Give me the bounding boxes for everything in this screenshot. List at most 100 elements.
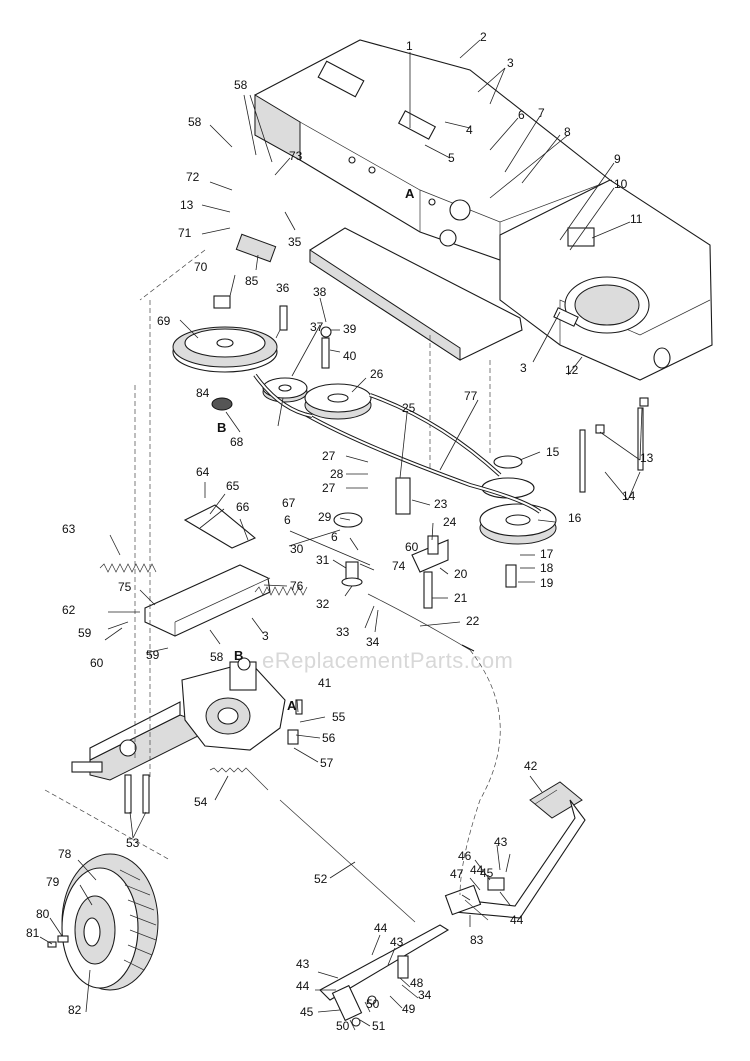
callout: 58: [210, 650, 224, 664]
callout: 60: [405, 540, 419, 554]
callout: 3: [262, 629, 269, 643]
callout: 27: [322, 449, 336, 463]
pedal-assembly: [319, 781, 586, 1027]
callout: 19: [540, 576, 554, 590]
callout: 60: [90, 656, 104, 670]
callout: 13: [180, 198, 194, 212]
callout: 20: [454, 567, 468, 581]
callout: 43: [296, 957, 310, 971]
callout: 58: [234, 78, 248, 92]
callout: 73: [289, 149, 303, 163]
callout: 45: [300, 1005, 314, 1019]
callout: 31: [316, 553, 330, 567]
callout: 10: [614, 177, 628, 191]
callout: 3: [507, 56, 514, 70]
belt-assembly: [172, 233, 557, 545]
callout: 44: [296, 979, 310, 993]
ref-letter-a-bottom: A: [287, 698, 297, 713]
callout: 53: [126, 836, 140, 850]
callout: 16: [568, 511, 582, 525]
callout: 7: [538, 106, 545, 120]
callout: 28: [330, 467, 344, 481]
reference-letters: A B A B: [217, 186, 415, 713]
callout: 55: [332, 710, 346, 724]
callout: 72: [186, 170, 200, 184]
callout: 14: [622, 489, 636, 503]
callout: 33: [336, 625, 350, 639]
callout: 66: [236, 500, 250, 514]
callout: 50: [336, 1019, 350, 1033]
callout: 1: [406, 39, 413, 53]
callout-numbers: 1 2 3 4 5 6 7 8 9 10 11 3 12 13 14 15 16…: [26, 30, 654, 1033]
ref-letter-b-bottom: B: [234, 648, 243, 663]
callout: 44: [510, 913, 524, 927]
callout: 45: [480, 866, 494, 880]
callout: 63: [62, 522, 76, 536]
callout: 49: [402, 1002, 416, 1016]
callout: 32: [316, 597, 330, 611]
callout: 11: [630, 212, 643, 226]
callout: 9: [614, 152, 621, 166]
callout: 56: [322, 731, 336, 745]
callout: 48: [410, 976, 424, 990]
callout: 64: [196, 465, 210, 479]
callout: 74: [392, 559, 406, 573]
callout: 68: [230, 435, 244, 449]
callout: 13: [640, 451, 654, 465]
callout: 52: [314, 872, 328, 886]
callout: 59: [78, 626, 92, 640]
callout: 62: [62, 603, 76, 617]
callout: 3: [520, 361, 527, 375]
callout: 25: [402, 401, 416, 415]
callout: 43: [390, 935, 404, 949]
callout: 71: [178, 226, 192, 240]
callout: 85: [245, 274, 259, 288]
callout: 24: [443, 515, 457, 529]
frame-assembly: [254, 39, 713, 470]
callout: 26: [370, 367, 384, 381]
callout: 50: [366, 997, 380, 1011]
callout: 5: [448, 151, 455, 165]
callout: 65: [226, 479, 240, 493]
callout: 34: [418, 988, 432, 1002]
callout: 21: [454, 591, 468, 605]
leader-lines: [39, 39, 643, 1031]
callout: 12: [565, 363, 579, 377]
bracket-assembly: [99, 397, 649, 652]
callout: 2: [480, 30, 487, 44]
wheel-assembly: [47, 853, 159, 991]
callout: 29: [318, 510, 332, 524]
callout: 4: [466, 123, 473, 137]
watermark-text: eReplacementParts.com: [262, 648, 513, 673]
callout: 23: [434, 497, 448, 511]
callout: 36: [276, 281, 290, 295]
callout: 44: [374, 921, 388, 935]
callout: 76: [290, 579, 304, 593]
ref-letter-a-top: A: [405, 186, 415, 201]
callout: 75: [118, 580, 132, 594]
callout: 84: [196, 386, 210, 400]
ref-letter-b-top: B: [217, 420, 226, 435]
callout: 17: [540, 547, 554, 561]
callout: 6: [518, 108, 525, 122]
callout: 59: [146, 648, 160, 662]
callout: 42: [524, 759, 538, 773]
callout: 80: [36, 907, 50, 921]
callout: 15: [546, 445, 560, 459]
callout: 22: [466, 614, 480, 628]
callout: 39: [343, 322, 357, 336]
callout: 83: [470, 933, 484, 947]
callout: 18: [540, 561, 554, 575]
callout: 77: [464, 389, 478, 403]
callout: 57: [320, 756, 334, 770]
callout: 41: [318, 676, 332, 690]
callout: 37: [310, 320, 324, 334]
callout: 67: [282, 496, 296, 510]
callout: 8: [564, 125, 571, 139]
callout: 6: [331, 530, 338, 544]
callout: 34: [366, 635, 380, 649]
callout: 35: [288, 235, 302, 249]
callout: 70: [194, 260, 208, 274]
callout: 79: [46, 875, 60, 889]
